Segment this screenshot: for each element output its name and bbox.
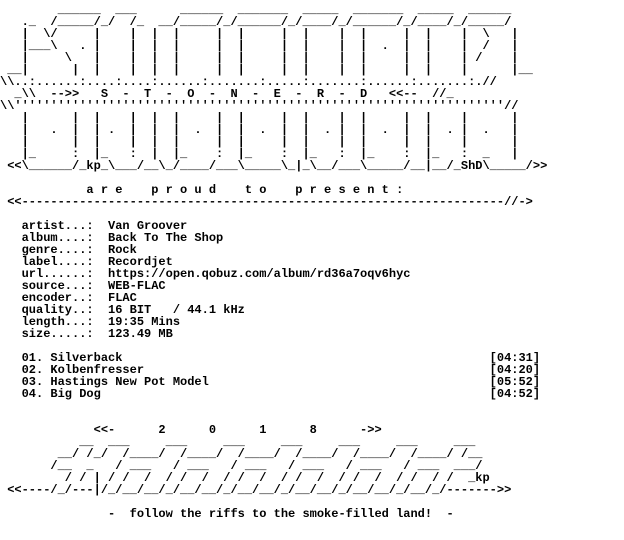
banner-bottom-line: <<\______/_kp_\___/__\_/____/___\_____\_… <box>0 159 548 173</box>
footer-tagline: - follow the riffs to the smoke-filled l… <box>0 507 454 521</box>
banner-top-line: __| | | | | | | | | | | | | | | |__ <box>0 63 533 77</box>
track-row: 01. Silverback [04:31] <box>0 351 541 365</box>
present-rule: <<--------------------------------------… <box>0 195 533 209</box>
banner-mid-line: | | | | | | | | | | | | | | | | <box>0 135 519 149</box>
info-row-genre: genre....: Rock <box>0 243 137 257</box>
banner-top-line: |___\ . | | | | | | | | | | . | | | / | <box>0 39 519 53</box>
banner-year-line: __/ /_/ /____/ /____/ /____/ /____/ /___… <box>0 447 483 461</box>
info-row-length: length...: 19:35 Mins <box>0 315 181 329</box>
present-heading: a r e p r o u d t o p r e s e n t : <box>0 183 404 197</box>
banner-mid-line: | . | | . | | | . | | . | | . | | . | | … <box>0 123 519 137</box>
banner-top-line: | \ | | | | | | | | | | | | | / | <box>0 51 519 65</box>
banner-year-line: __ ___ ___ ___ ___ ___ ___ ___ <box>0 435 476 449</box>
info-row-label: label....: Recordjet <box>0 255 173 269</box>
info-row-quality: quality..: 16 BIT / 44.1 kHz <box>0 303 245 317</box>
banner-top-line: ______ ___ ______ _______ _____ _______ … <box>0 3 512 17</box>
banner-year-line: / / | / / / / / / / / / / / / / / / / / … <box>0 471 490 485</box>
track-row: 02. Kolbenfresser [04:20] <box>0 363 541 377</box>
banner-year-line: /__ _ / ___ / ___ / ___ / ___ / ___ / __… <box>0 459 483 473</box>
info-row-artist: artist...: Van Groover <box>0 219 188 233</box>
banner-divider: \\''''''''''''''''''''''''''''''''''''''… <box>0 99 519 113</box>
info-row-source: source...: WEB-FLAC <box>0 279 166 293</box>
info-row-album: album....: Back To The Shop <box>0 231 224 245</box>
info-row-encoder: encoder..: FLAC <box>0 291 137 305</box>
track-row: 03. Hastings New Pot Model [05:52] <box>0 375 541 389</box>
banner-mid-line: |_ : |_ : | |_ : |_ : |_ : |_ : |_ : _ | <box>0 147 519 161</box>
banner-year-line: <<----/_/---|/_/__/__/_/__/__/_/__/__/_/… <box>0 483 512 497</box>
banner-mid-line: | | | | | | | | | | | | | | | | <box>0 111 519 125</box>
banner-top-line: | \/ | | | | | | | | | | | | | \ | <box>0 27 519 41</box>
info-row-size: size.....: 123.49 MB <box>0 327 173 341</box>
blank-line <box>0 400 624 412</box>
stonerd-title: _\\ -->> S - T - O - N - E - R - D <<-- … <box>0 87 454 101</box>
year-line: <<- 2 0 1 8 ->> <box>0 423 382 437</box>
banner-top-line: ._ /_____/_/ /_ __/_____/_/______/_/____… <box>0 15 512 29</box>
banner-divider: \\..:......:....:....:......:.......:...… <box>0 75 497 89</box>
info-row-url: url......: https://open.qobuz.com/album/… <box>0 267 411 281</box>
track-row: 04. Big Dog [04:52] <box>0 387 541 401</box>
